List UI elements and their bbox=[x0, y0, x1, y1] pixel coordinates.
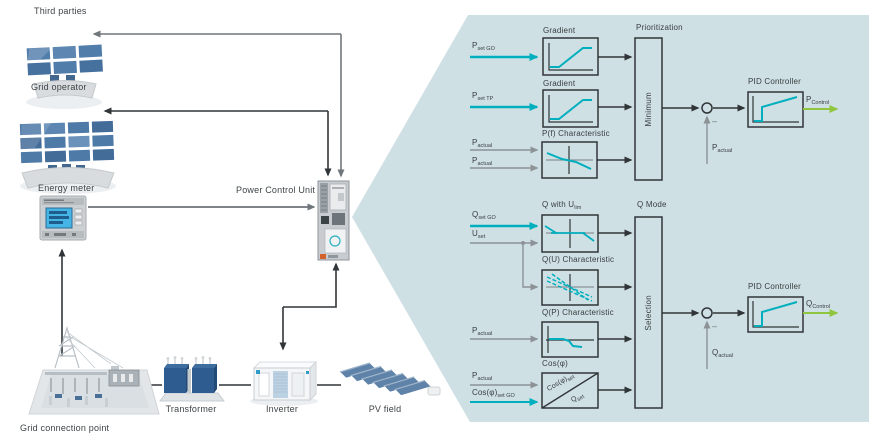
grid-connection-point-illustration bbox=[28, 325, 160, 415]
sum-junction-p bbox=[701, 102, 713, 114]
signal-p-actual-f2: Pactual bbox=[472, 156, 493, 167]
gradient2-box bbox=[542, 89, 599, 128]
sum-junction-q bbox=[701, 307, 713, 319]
q-mode-title: Q Mode bbox=[637, 200, 667, 209]
signal-p-control: PControl bbox=[806, 95, 830, 106]
sum-minus-q: – bbox=[712, 321, 718, 331]
signal-q-control: QControl bbox=[806, 299, 831, 310]
cos-phi-title: Cos(φ) bbox=[542, 359, 568, 368]
third-parties-illustration bbox=[25, 43, 104, 109]
transformer-label: Transformer bbox=[165, 404, 217, 414]
minimum-label: Minimum bbox=[644, 91, 653, 127]
grid-operator-illustration bbox=[18, 119, 116, 194]
selection-label: Selection bbox=[644, 294, 653, 331]
p-chain bbox=[470, 37, 839, 181]
signal-q-actual-feedback: Qactual bbox=[712, 348, 734, 359]
pv-panel-rows bbox=[339, 362, 432, 396]
power-control-unit-illustration bbox=[317, 180, 350, 261]
gradient2-title: Gradient bbox=[543, 79, 576, 88]
q-with-ulim-title: Q with Ulim bbox=[542, 200, 582, 211]
power-control-unit-label: Power Control Unit bbox=[236, 185, 316, 195]
signal-p-set-go: Pset GO bbox=[472, 41, 495, 52]
pf-characteristic-title: P(f) Characteristic bbox=[542, 129, 610, 138]
signal-u-set: Uset bbox=[472, 229, 486, 240]
signal-p-actual-f1: Pactual bbox=[472, 138, 493, 149]
energy-meter-illustration bbox=[39, 195, 87, 241]
pv-field-label: PV field bbox=[368, 404, 402, 414]
signal-p-actual-cos: Pactual bbox=[472, 371, 493, 382]
transformer-illustration bbox=[159, 356, 225, 402]
third-parties-label: Third parties bbox=[34, 6, 87, 16]
inverter-illustration bbox=[250, 360, 318, 406]
signal-q-set-go: Qset GO bbox=[472, 210, 496, 221]
pid-controller-p-title: PID Controller bbox=[748, 77, 802, 86]
scene-lines bbox=[58, 30, 345, 386]
signal-p-actual-feedback: Pactual bbox=[712, 143, 733, 154]
energy-meter-label: Energy meter bbox=[38, 183, 95, 193]
inverter-label: Inverter bbox=[265, 404, 299, 414]
line-inverter-to-pcu bbox=[283, 262, 340, 308]
prioritization-title: Prioritization bbox=[636, 23, 683, 32]
signal-p-actual-qp: Pactual bbox=[472, 326, 493, 337]
grid-connection-point-label: Grid connection point bbox=[20, 423, 110, 433]
arrow-u-set-branch bbox=[522, 243, 539, 291]
pv-field-illustration bbox=[339, 362, 441, 396]
signal-p-set-tp: Pset TP bbox=[472, 91, 494, 102]
qp-characteristic-title: Q(P) Characteristic bbox=[542, 308, 614, 317]
gradient1-title: Gradient bbox=[543, 26, 576, 35]
zoom-wedge-panel bbox=[352, 15, 869, 422]
signal-cos-set-go: Cos(φ)set GO bbox=[472, 388, 515, 399]
grid-operator-label: Grid operator bbox=[31, 82, 87, 92]
pid-controller-q-title: PID Controller bbox=[748, 282, 802, 291]
sum-minus-p: – bbox=[712, 116, 718, 126]
pid-controller-q-box bbox=[747, 296, 804, 333]
q-chain bbox=[470, 214, 839, 409]
minimum-box bbox=[634, 37, 663, 181]
qu-characteristic-title: Q(U) Characteristic bbox=[542, 255, 615, 264]
